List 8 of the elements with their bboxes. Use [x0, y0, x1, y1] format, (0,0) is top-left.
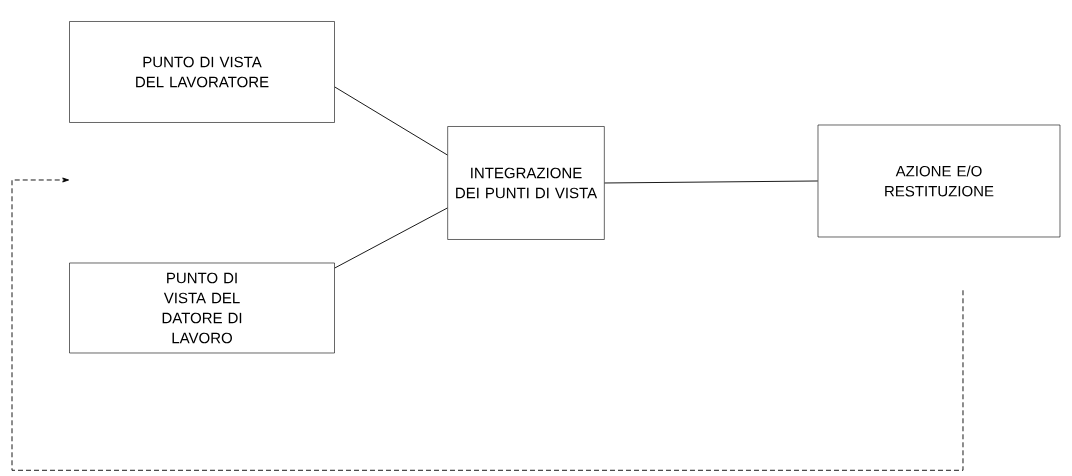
connector	[604, 180, 819, 184]
process-box: PUNTO DI VISTA DEL DATORE DI LAVORO	[69, 262, 335, 354]
connector	[334, 86, 448, 156]
process-box: AZIONE E/O RESTITUZIONE	[817, 124, 1061, 238]
process-box: INTEGRAZIONE DEI PUNTI DI VISTA	[447, 126, 605, 240]
connector	[334, 207, 448, 269]
process-box: PUNTO DI VISTA DEL LAVORATORE	[69, 21, 335, 123]
connector	[11, 177, 964, 471]
